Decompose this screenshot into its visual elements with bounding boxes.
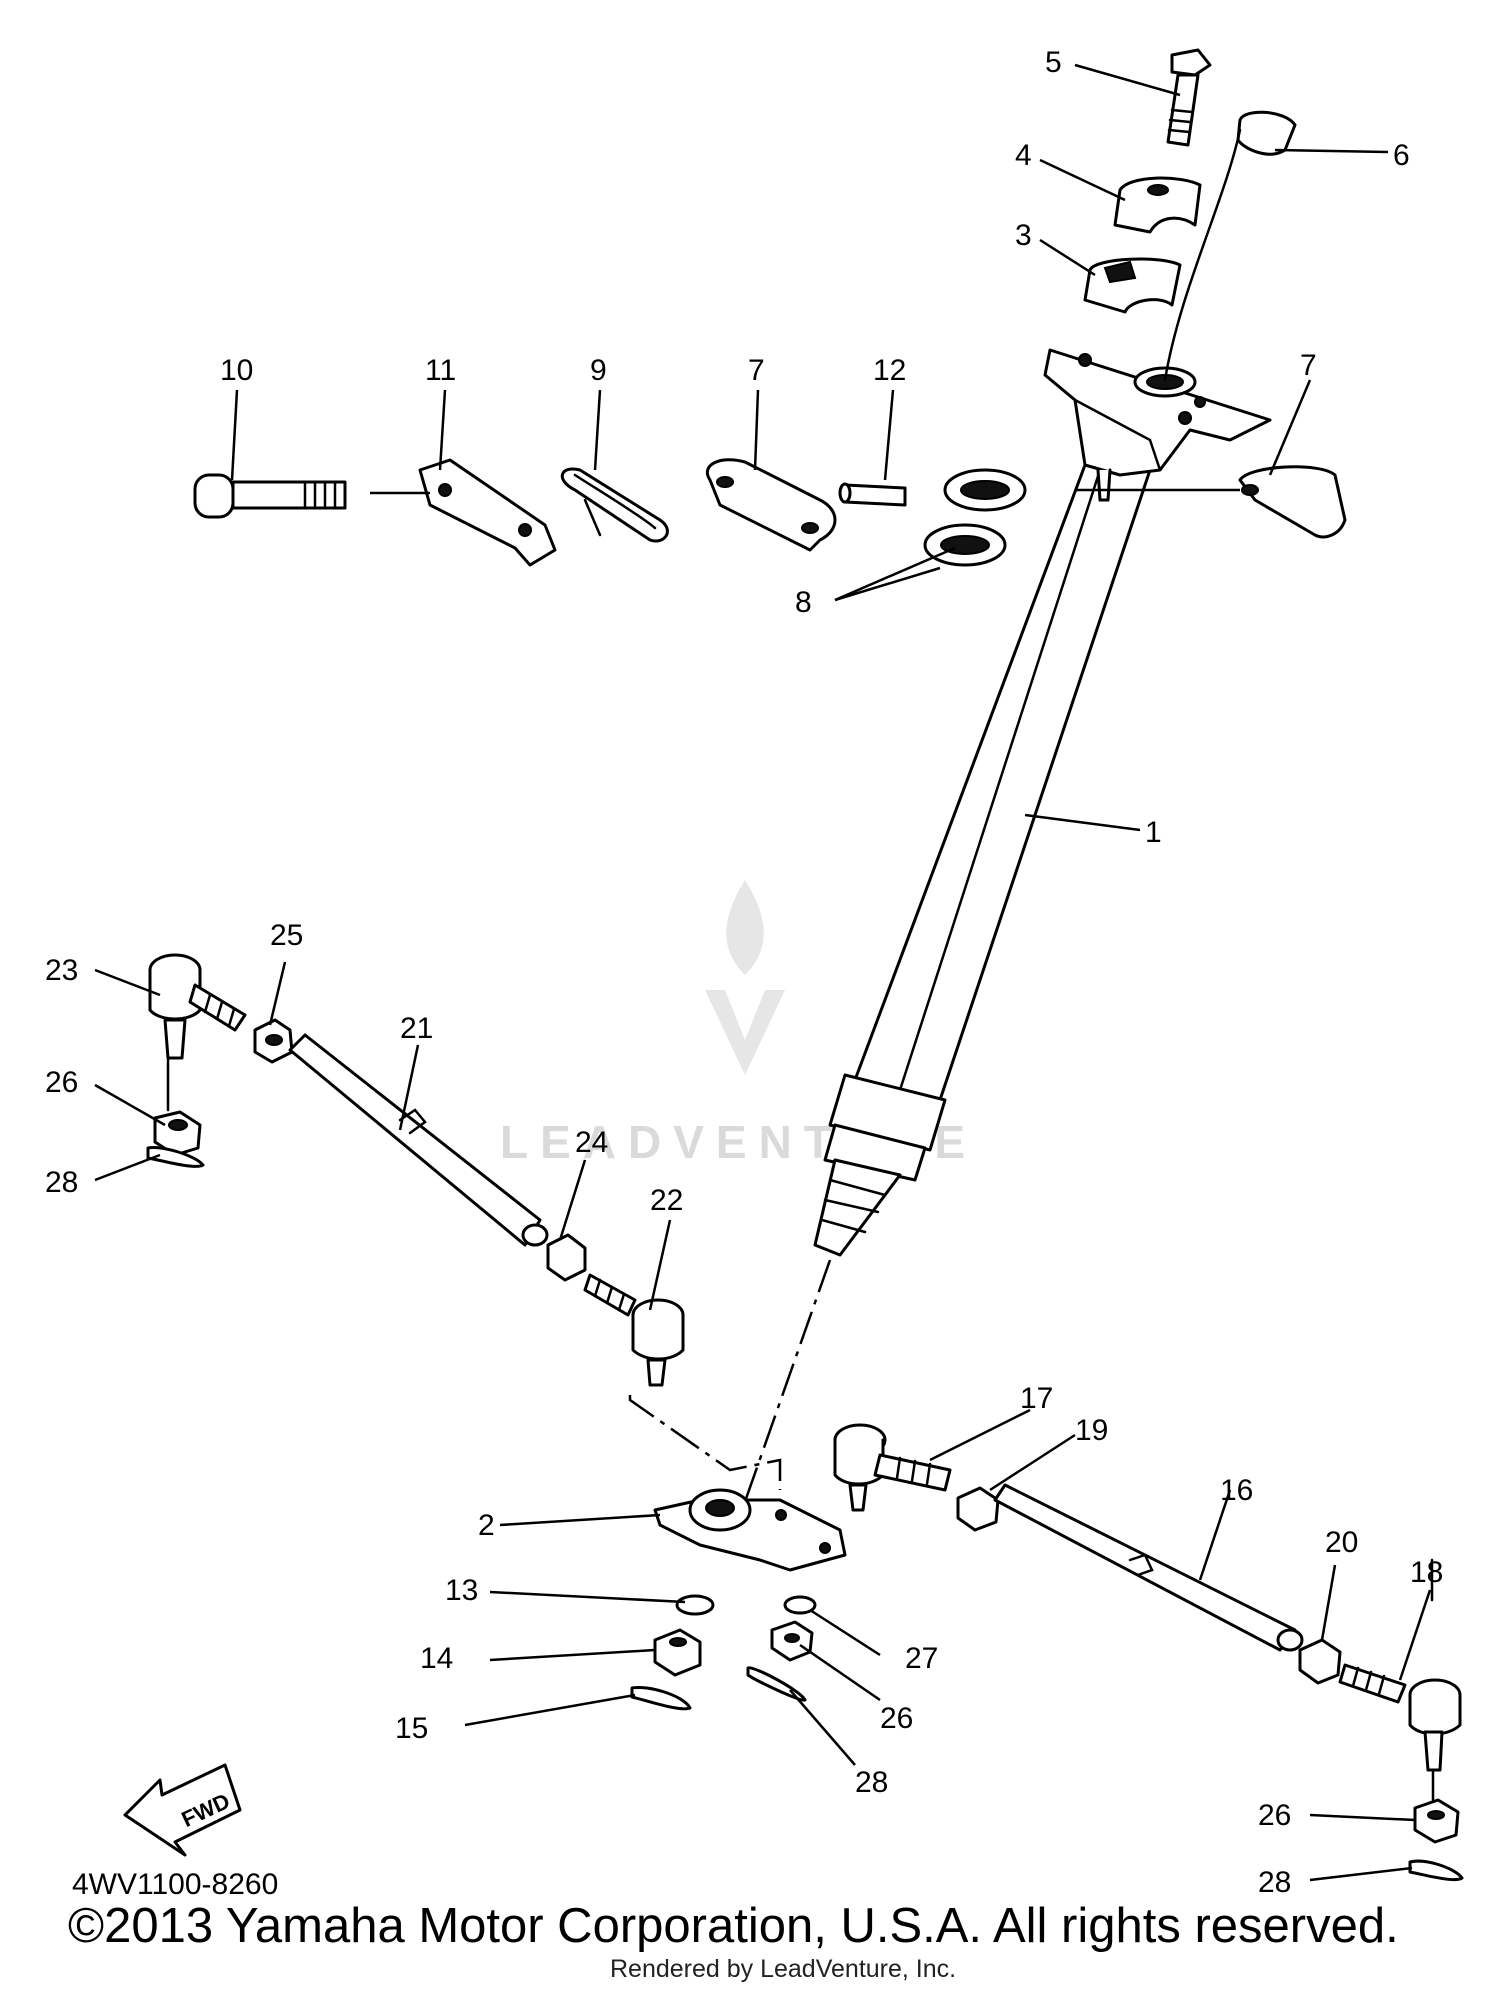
part-18-tie-rod-end-right xyxy=(1338,1663,1462,1802)
part-25-nut xyxy=(253,1018,294,1064)
part-7-bushing-left xyxy=(706,458,837,552)
part-12-pin xyxy=(838,482,907,507)
callout-11: 11 xyxy=(425,354,456,387)
part-9-spring-clip xyxy=(561,467,669,543)
part-5-bolt xyxy=(1166,48,1212,147)
part-10-bolt xyxy=(193,473,347,519)
callout-26-left: 26 xyxy=(45,1066,78,1099)
part-28-cotter-pin-center xyxy=(746,1666,807,1702)
callout-28-center: 28 xyxy=(855,1766,888,1799)
fwd-arrow-icon: FWD xyxy=(123,1763,242,1857)
part-28-cotter-pin-left xyxy=(146,1145,205,1168)
part-7-bushing-right xyxy=(1238,465,1347,539)
callout-20: 20 xyxy=(1325,1526,1358,1559)
callout-2: 2 xyxy=(478,1509,495,1542)
part-22-tie-rod-end-inner xyxy=(583,1273,685,1387)
part-13-washer xyxy=(675,1594,715,1616)
callout-12: 12 xyxy=(873,354,906,387)
callout-9: 9 xyxy=(590,354,607,387)
callout-21: 21 xyxy=(400,1012,433,1045)
part-24-nut xyxy=(546,1233,587,1282)
part-19-nut xyxy=(956,1486,1000,1532)
rendered-by-credit: Rendered by LeadVenture, Inc. xyxy=(610,1955,957,1983)
callout-28-left: 28 xyxy=(45,1166,78,1199)
callout-14: 14 xyxy=(420,1642,453,1675)
callout-15: 15 xyxy=(395,1712,428,1745)
part-3-clamp-lower xyxy=(1083,257,1182,314)
callout-28-right: 28 xyxy=(1258,1866,1291,1899)
callout-24: 24 xyxy=(575,1126,608,1159)
watermark-flame-icon xyxy=(726,880,764,975)
part-28-cotter-pin-right xyxy=(1408,1859,1464,1882)
part-17-tie-rod-end-inner-right xyxy=(833,1423,952,1512)
part-21-tie-rod-left xyxy=(288,1033,549,1247)
part-16-tie-rod-right xyxy=(993,1483,1304,1652)
callout-27: 27 xyxy=(905,1642,938,1675)
callout-19: 19 xyxy=(1075,1414,1108,1447)
callout-13: 13 xyxy=(445,1574,478,1607)
part-20-nut xyxy=(1298,1638,1342,1685)
callout-6: 6 xyxy=(1393,139,1410,172)
copyright-notice: ©2013 Yamaha Motor Corporation, U.S.A. A… xyxy=(68,1899,1399,1953)
part-8-seals xyxy=(923,468,1027,567)
part-26-nut-right xyxy=(1413,1798,1460,1844)
part-6-cap xyxy=(1236,110,1297,156)
callout-26-right: 26 xyxy=(1258,1799,1291,1832)
callout-3: 3 xyxy=(1015,219,1032,252)
part-23-tie-rod-end-left xyxy=(148,953,247,1060)
callout-18: 18 xyxy=(1410,1556,1443,1589)
callout-26-center: 26 xyxy=(880,1702,913,1735)
callout-22: 22 xyxy=(650,1184,683,1217)
part-2-pitman-arm xyxy=(653,1488,847,1572)
callout-10: 10 xyxy=(220,354,253,387)
callout-1: 1 xyxy=(1145,816,1162,849)
diagram-code: 4WV1100-8260 xyxy=(72,1868,279,1901)
part-4-clamp-upper xyxy=(1113,176,1202,234)
callout-17: 17 xyxy=(1020,1382,1053,1415)
part-14-nut xyxy=(653,1628,702,1677)
callout-16: 16 xyxy=(1220,1474,1253,1507)
part-26-nut-left xyxy=(153,1110,202,1157)
part-15-cotter-pin xyxy=(630,1685,692,1711)
part-27-washer xyxy=(783,1595,817,1615)
callouts: 1 2 3 4 5 6 7 7 8 9 10 11 12 13 14 15 16… xyxy=(45,46,1443,1899)
steering-shaft xyxy=(813,348,1272,1257)
assembly-lines xyxy=(166,128,1434,1602)
callout-8: 8 xyxy=(795,586,812,619)
callout-23: 23 xyxy=(45,954,78,987)
callout-25: 25 xyxy=(270,919,303,952)
part-26-nut-center xyxy=(770,1620,814,1662)
callout-5: 5 xyxy=(1045,46,1062,79)
part-11-lock-plate xyxy=(418,458,557,567)
leader-lines xyxy=(94,63,1432,1882)
callout-7-left: 7 xyxy=(748,354,765,387)
watermark-v-icon xyxy=(705,990,785,1075)
callout-7-right: 7 xyxy=(1300,349,1317,382)
callout-4: 4 xyxy=(1015,139,1032,172)
